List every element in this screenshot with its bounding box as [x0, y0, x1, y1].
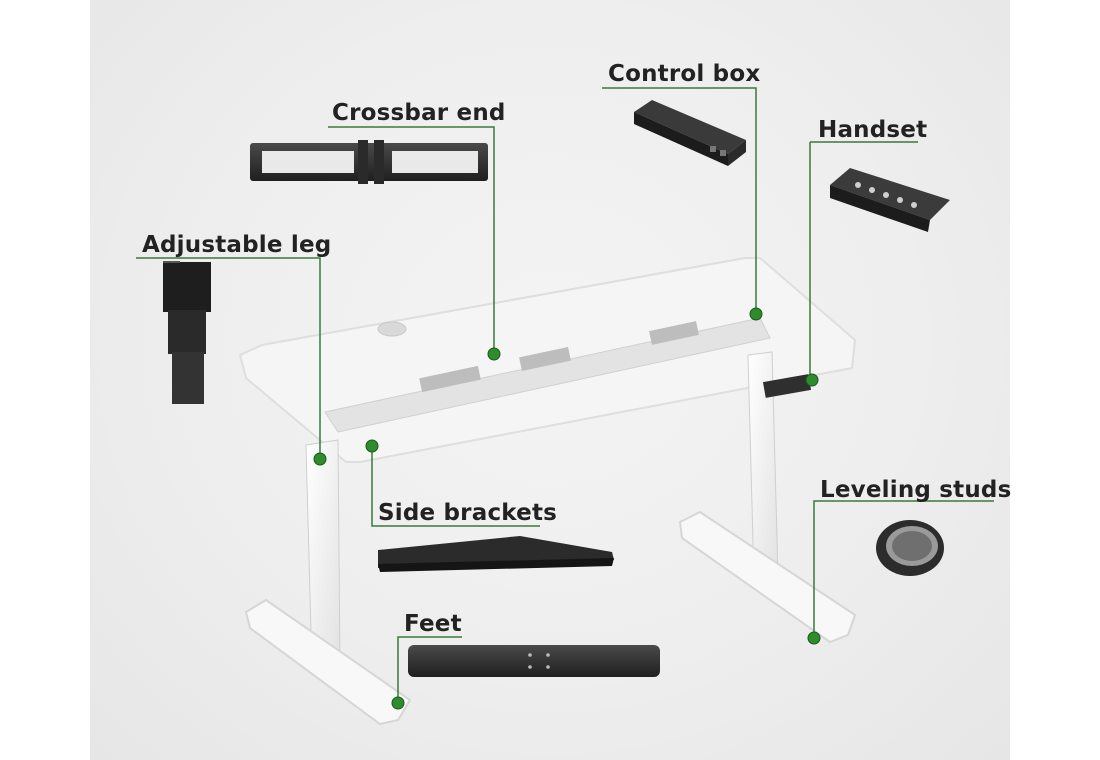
label-side-brackets: Side brackets	[378, 500, 558, 526]
adjustable-leg-part	[163, 261, 211, 404]
callout-dot-leveling-studs	[807, 631, 821, 645]
leveling-stud-part	[876, 520, 944, 576]
callout-dot-control-box	[749, 307, 763, 321]
callout-line-adjustable-leg	[136, 257, 321, 459]
callout-dot-handset	[805, 373, 819, 387]
callout-dot-adjustable-leg	[313, 452, 327, 466]
callout-line-leveling-studs	[813, 500, 994, 638]
callout-line-side-brackets	[371, 446, 540, 527]
label-crossbar-end: Crossbar end	[332, 100, 506, 126]
callout-dot-feet	[391, 696, 405, 710]
crossbar-end-part	[250, 140, 488, 184]
callout-line-crossbar-end	[328, 126, 495, 354]
desk-frame	[238, 257, 857, 726]
callout-dot-crossbar-end	[487, 347, 501, 361]
label-feet: Feet	[404, 611, 462, 637]
handset-part	[830, 168, 950, 232]
callout-line-control-box	[602, 87, 757, 314]
label-leveling-studs: Leveling studs	[820, 477, 1012, 503]
feet-part	[408, 645, 660, 677]
label-control-box: Control box	[608, 61, 761, 87]
side-brackets-part	[378, 536, 614, 572]
label-adjustable-leg: Adjustable leg	[142, 232, 332, 258]
callout-dot-side-brackets	[365, 439, 379, 453]
callout-dots	[313, 307, 821, 710]
control-box-part	[634, 100, 746, 166]
callout-line-feet	[397, 636, 462, 703]
label-handset: Handset	[818, 117, 928, 143]
callout-lines	[136, 87, 994, 703]
